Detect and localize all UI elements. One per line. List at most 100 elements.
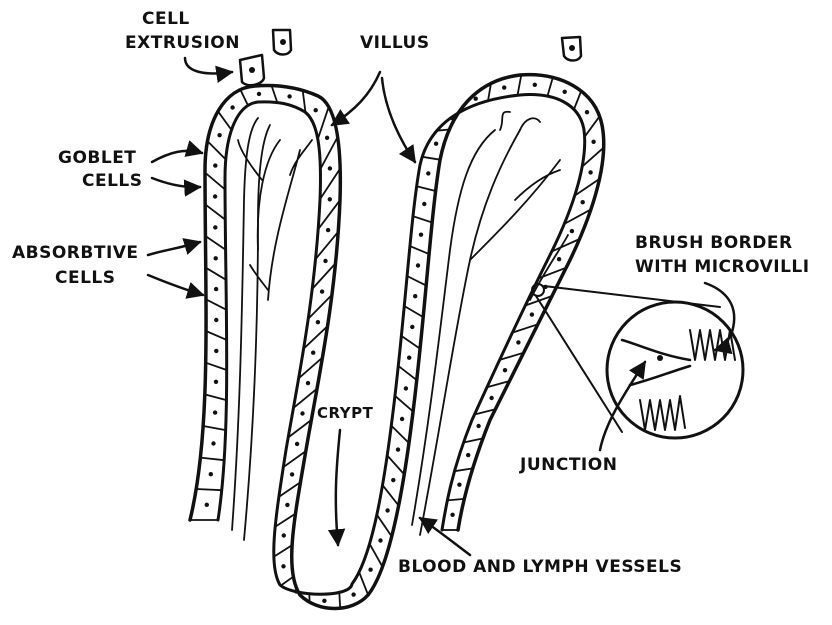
cell-nucleus: [516, 340, 520, 344]
cell-nucleus: [368, 568, 372, 572]
cell-nucleus: [450, 116, 454, 120]
cell-nucleus: [320, 289, 324, 293]
cell-divider: [387, 455, 404, 474]
cell-divider: [447, 499, 464, 501]
cell-nucleus: [300, 411, 304, 415]
cell-nucleus: [209, 472, 213, 476]
cell-nucleus: [474, 97, 478, 101]
cell-nucleus: [422, 202, 426, 206]
cell-divider: [574, 91, 581, 110]
cell-nucleus: [378, 538, 382, 542]
label-blood-lymph-vessels: BLOOD AND LYMPH VESSELS: [398, 557, 682, 577]
cell-divider: [398, 366, 416, 380]
cell-nucleus: [396, 447, 400, 451]
cell-nucleus: [404, 386, 408, 390]
cell-nucleus: [466, 453, 470, 457]
label-brush-border-1: BRUSH BORDER: [635, 233, 793, 253]
cell-nucleus: [434, 142, 438, 146]
cell-nucleus: [213, 194, 217, 198]
cell-nucleus: [457, 483, 461, 487]
cell-nucleus: [407, 356, 411, 360]
label-cell-extrusion-1: CELL: [142, 9, 190, 29]
cell-nucleus: [585, 110, 589, 114]
cell-divider: [206, 268, 226, 280]
cell-nucleus: [530, 312, 534, 316]
cell-divider: [196, 489, 222, 490]
cell-nucleus: [328, 166, 332, 170]
cell-divider: [359, 572, 368, 595]
cell-divider: [205, 204, 225, 219]
cell-divider: [395, 396, 413, 412]
cell-nucleus: [213, 225, 217, 229]
cell-divider: [303, 90, 306, 112]
cell-nucleus: [314, 108, 318, 112]
labels: CELL EXTRUSION VILLUS GOBLET CELLS ABSOR…: [12, 9, 810, 577]
cell-divider: [410, 246, 429, 254]
cell-divider: [206, 331, 227, 340]
cell-divider: [585, 116, 600, 137]
cell-divider: [218, 111, 232, 130]
cell-nucleus: [294, 589, 298, 593]
label-absorptive-1: ABSORBTIVE: [12, 243, 139, 263]
cell-nucleus: [290, 472, 294, 476]
cell-divider: [401, 336, 420, 349]
label-crypt: CRYPT: [317, 404, 374, 422]
cell-nucleus: [257, 92, 261, 96]
cell-nucleus: [416, 263, 420, 267]
cell-divider: [320, 169, 340, 200]
cell-divider: [200, 458, 224, 461]
microvilli: [640, 330, 735, 430]
cell-nucleus: [205, 503, 209, 507]
cell-nucleus: [287, 94, 291, 98]
label-cell-extrusion-2: EXTRUSION: [125, 33, 240, 53]
cell-divider: [417, 186, 436, 191]
cell-nucleus: [391, 478, 395, 482]
cell-divider: [281, 577, 294, 586]
cell-divider: [391, 426, 409, 444]
cell-divider: [422, 157, 440, 160]
brush-border-inset: [532, 284, 743, 438]
cell-nucleus: [325, 136, 329, 140]
cell-divider: [404, 306, 423, 317]
cell-divider: [377, 515, 392, 537]
cell-nucleus: [214, 287, 218, 291]
cell-nucleus: [282, 533, 286, 537]
cell-nucleus: [489, 396, 493, 400]
cell-divider: [274, 545, 292, 557]
cell-divider: [205, 394, 227, 400]
cell-nucleus: [214, 318, 218, 322]
cell-nucleus: [557, 257, 561, 261]
cell-divider: [320, 137, 337, 169]
cell-nucleus: [281, 564, 285, 568]
cell-nucleus: [591, 140, 595, 144]
cell-nucleus: [450, 513, 454, 517]
cell-nucleus: [426, 171, 430, 175]
cell-nucleus: [306, 381, 310, 385]
cell-nucleus: [533, 83, 537, 87]
cell-nucleus: [588, 170, 592, 174]
cell-nucleus: [214, 349, 218, 353]
cell-nucleus: [385, 508, 389, 512]
cell-divider: [318, 107, 329, 139]
cell-nucleus: [476, 424, 480, 428]
cell-nucleus: [400, 417, 404, 421]
cell-divider: [206, 299, 226, 310]
cell-nucleus: [328, 197, 332, 201]
cell-divider: [272, 86, 278, 103]
cell-divider: [208, 141, 226, 159]
cell-divider: [370, 544, 383, 567]
cell-divider: [407, 276, 426, 286]
cell-nucleus: [502, 85, 506, 89]
label-brush-border-2: WITH MICROVILLI: [635, 257, 810, 277]
label-goblet-2: CELLS: [82, 171, 143, 191]
cell-nucleus: [419, 233, 423, 237]
cell-divider: [206, 363, 227, 370]
label-villus: VILLUS: [360, 33, 430, 53]
label-goblet-1: GOBLET: [58, 148, 136, 168]
cell-divider: [205, 173, 225, 190]
cell-nucleus: [316, 320, 320, 324]
cell-nucleus: [285, 503, 289, 507]
cell-nucleus: [413, 294, 417, 298]
cell-nucleus: [295, 442, 299, 446]
cell-nucleus: [410, 325, 414, 329]
